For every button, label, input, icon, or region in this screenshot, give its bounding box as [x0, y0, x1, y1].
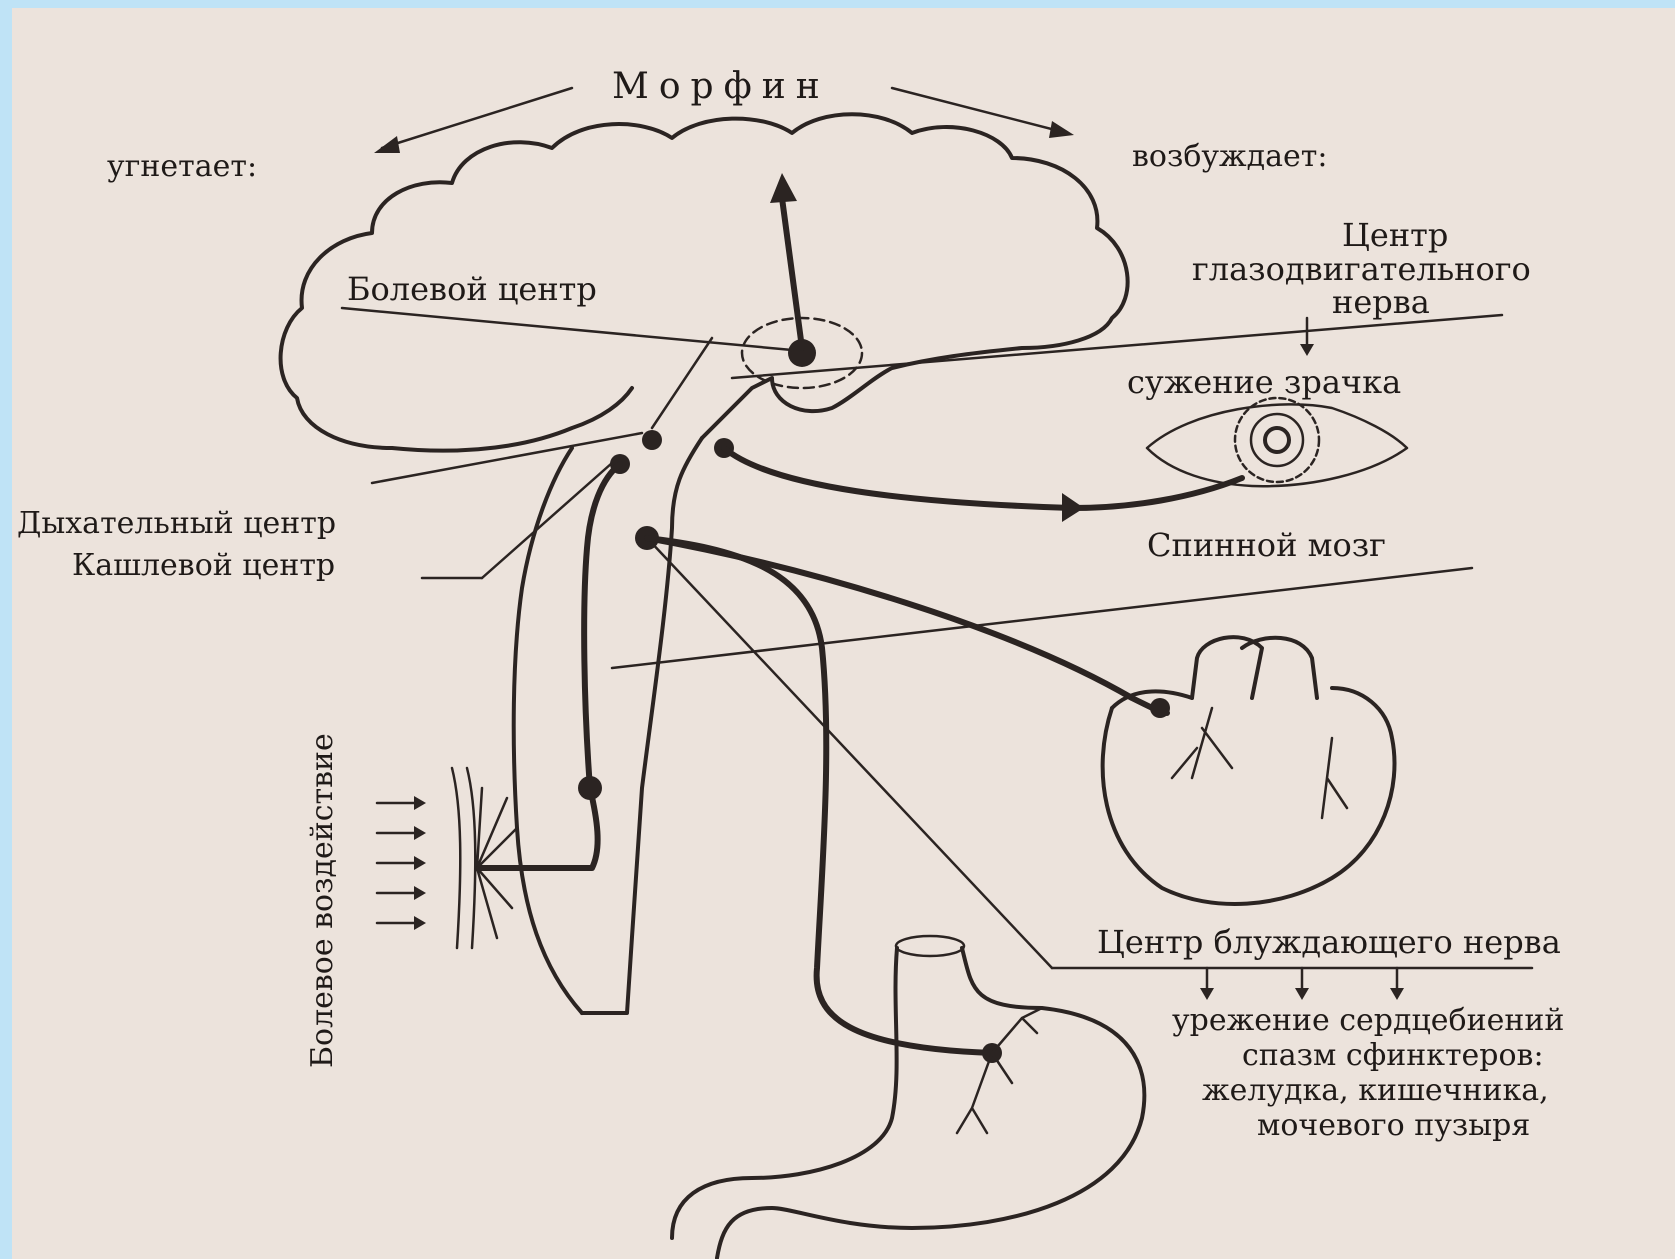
- excites-label: возбуждает:: [1132, 139, 1327, 174]
- pain-stimulus-arrows: [377, 796, 426, 930]
- dorsal-ganglion-node: [578, 776, 602, 800]
- arrow-right-head: [1049, 121, 1074, 138]
- iris-outer: [1235, 398, 1319, 482]
- oculomotor-down-arrow-head: [1300, 344, 1314, 356]
- diagram-frame: Морфин угнетает: возбуждает: Болевой цен…: [12, 8, 1675, 1259]
- vagus-to-heart: [647, 538, 1167, 713]
- respiratory-leader: [372, 433, 642, 483]
- iris-mid: [1251, 414, 1303, 466]
- vagus-arrow-2-head: [1295, 988, 1309, 1000]
- effect-label-3: желудка, кишечника,: [1202, 1073, 1549, 1108]
- oculomotor-nerve: [724, 448, 1242, 508]
- sensory-nerve: [477, 464, 620, 868]
- respiratory-node: [642, 430, 662, 450]
- pain-center-leader: [342, 308, 792, 350]
- arrow-left: [382, 88, 572, 148]
- vagus-label: Центр блуждающего нерва: [1097, 923, 1561, 961]
- oculomotor-label-1: Центр: [1342, 216, 1448, 254]
- oculomotor-nerve-arrow: [1062, 493, 1084, 522]
- spinal-cord-right: [582, 438, 702, 1013]
- depresses-label: угнетает:: [107, 149, 257, 184]
- respiratory-label: Дыхательный центр: [17, 506, 336, 541]
- pupil-label: сужение зрачка: [1127, 363, 1401, 401]
- brain-stem-inner: [652, 338, 712, 428]
- title: Морфин: [612, 66, 830, 107]
- heart: [1103, 637, 1395, 904]
- eye-outline: [1147, 404, 1407, 486]
- oculomotor-label-3: нерва: [1332, 283, 1430, 321]
- effect-label-1: урежение сердцебиений: [1172, 1003, 1564, 1038]
- spinal-cord-left: [514, 448, 582, 1013]
- morphine-action-diagram: Морфин угнетает: возбуждает: Болевой цен…: [12, 8, 1675, 1259]
- effect-label-4: мочевого пузыря: [1257, 1108, 1530, 1143]
- arrow-right: [892, 88, 1067, 133]
- pain-stimulus-label: Болевое воздействие: [305, 733, 340, 1068]
- vagus-arrow-1-head: [1200, 988, 1214, 1000]
- pupil: [1265, 428, 1289, 452]
- pain-center-label: Болевой центр: [347, 270, 597, 308]
- vagus-leader-2: [647, 538, 1052, 968]
- cortex-arrow: [782, 198, 802, 348]
- heart-node: [1150, 698, 1170, 718]
- arrow-left-head: [374, 136, 400, 153]
- skin-receptors: [452, 768, 517, 948]
- cough-label: Кашлевой центр: [72, 548, 335, 583]
- cortex-arrow-head: [770, 173, 797, 203]
- vagus-arrow-3-head: [1390, 988, 1404, 1000]
- spinal-cord-label: Спинной мозг: [1147, 526, 1386, 564]
- stomach: [672, 936, 1144, 1258]
- effect-label-2: спазм сфинктеров:: [1242, 1038, 1544, 1073]
